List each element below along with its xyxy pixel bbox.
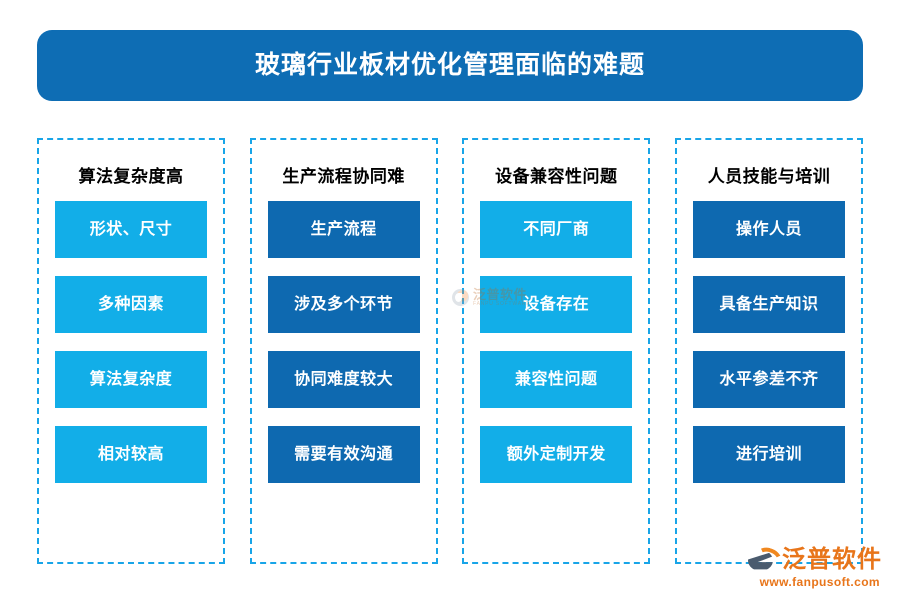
item-box[interactable]: 操作人员 (692, 201, 845, 258)
arc-shape (750, 543, 786, 576)
brand-name-cn: 泛普软件 (782, 546, 882, 573)
item-box[interactable]: 具备生产知识 (692, 276, 845, 333)
item-box[interactable]: 生产流程 (267, 201, 420, 258)
item-box[interactable]: 多种因素 (55, 276, 207, 333)
column-header: 算法复杂度高 (78, 167, 184, 186)
item-box[interactable]: 水平参差不齐 (692, 351, 845, 408)
item-list: 生产流程 涉及多个环节 协同难度较大 需要有效沟通 (252, 201, 436, 483)
brand-row: 泛普软件 (747, 543, 882, 576)
item-box[interactable]: 额外定制开发 (480, 426, 633, 483)
item-list: 不同厂商 设备存在 兼容性问题 额外定制开发 (464, 201, 648, 483)
item-box[interactable]: 涉及多个环节 (267, 276, 420, 333)
item-list: 形状、尺寸 多种因素 算法复杂度 相对较高 (39, 201, 223, 483)
column-header: 生产流程协同难 (282, 167, 405, 186)
item-box[interactable]: 兼容性问题 (480, 351, 633, 408)
item-box[interactable]: 协同难度较大 (267, 351, 420, 408)
item-box[interactable]: 不同厂商 (480, 201, 633, 258)
page-title: 玻璃行业板材优化管理面临的难题 (254, 51, 645, 79)
column-header: 人员技能与培训 (707, 167, 831, 186)
column-equipment-compatibility: 设备兼容性问题 不同厂商 设备存在 兼容性问题 额外定制开发 (462, 138, 651, 564)
item-box[interactable]: 形状、尺寸 (55, 201, 207, 258)
fanpu-logo-icon (747, 543, 786, 576)
column-personnel-training: 人员技能与培训 操作人员 具备生产知识 水平参差不齐 进行培训 (674, 138, 863, 564)
item-box[interactable]: 设备存在 (480, 276, 633, 333)
column-production-coordination: 生产流程协同难 生产流程 涉及多个环节 协同难度较大 需要有效沟通 (249, 138, 438, 564)
title-banner: 玻璃行业板材优化管理面临的难题 (37, 30, 863, 101)
columns-container: 算法复杂度高 形状、尺寸 多种因素 算法复杂度 相对较高 生产流程协同难 生产流… (37, 138, 863, 564)
brand-logo: 泛普软件 www.fanpusoft.com (747, 543, 882, 589)
column-algorithm-complexity: 算法复杂度高 形状、尺寸 多种因素 算法复杂度 相对较高 (37, 138, 225, 564)
item-box[interactable]: 进行培训 (692, 426, 845, 483)
brand-url: www.fanpusoft.com (759, 575, 880, 589)
item-box[interactable]: 相对较高 (55, 426, 207, 483)
item-box[interactable]: 算法复杂度 (55, 351, 207, 408)
item-list: 操作人员 具备生产知识 水平参差不齐 进行培训 (677, 201, 861, 483)
item-box[interactable]: 需要有效沟通 (267, 426, 420, 483)
column-header: 设备兼容性问题 (495, 167, 618, 186)
